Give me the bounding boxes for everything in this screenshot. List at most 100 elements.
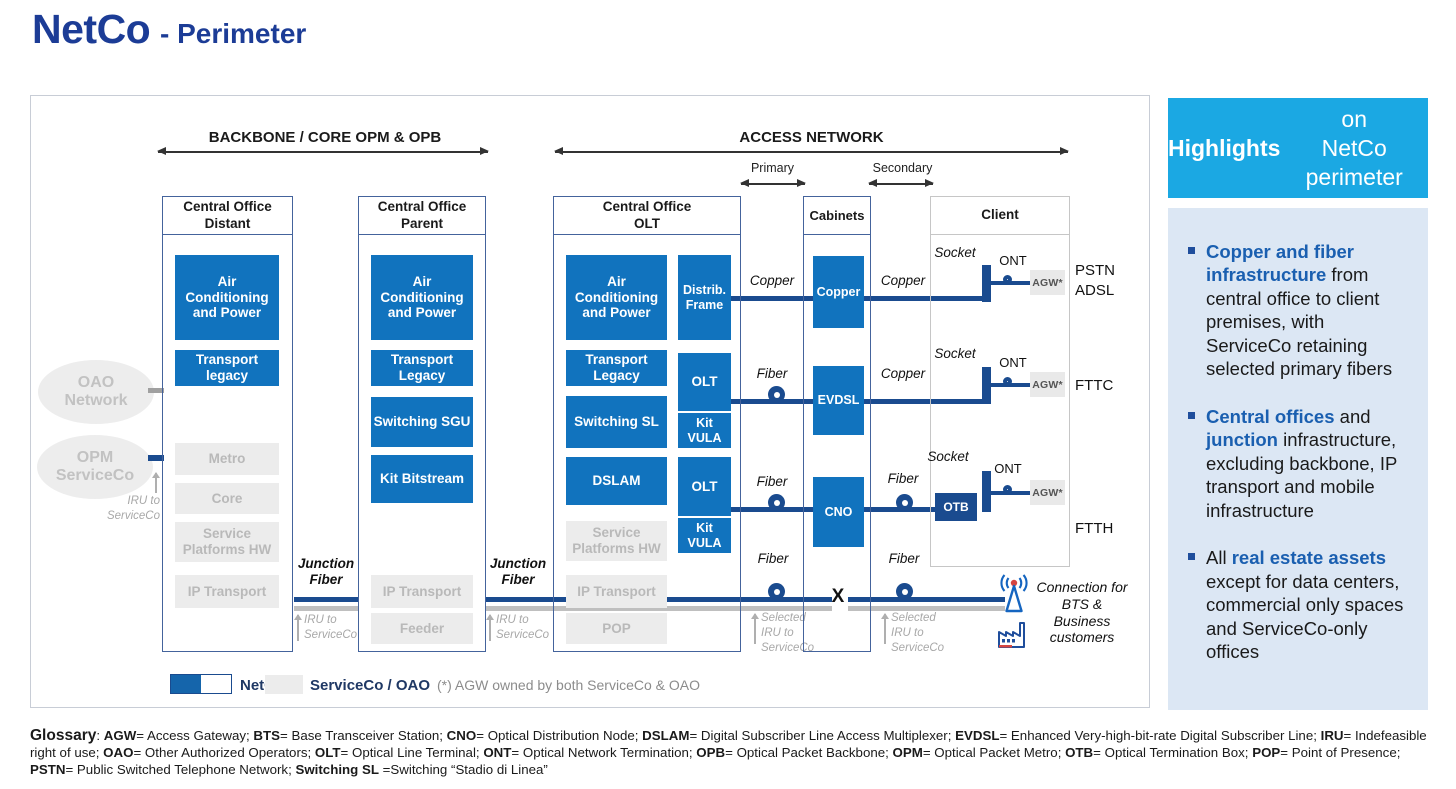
client-title: Client: [931, 197, 1069, 235]
backbone-section-label: BACKBONE / CORE OPM & OPB: [208, 129, 442, 146]
fiber-label-bottom-secondary: Fiber: [888, 551, 920, 566]
block-air-conditioning-parent: Air Conditioning and Power: [371, 255, 473, 340]
copper-label-row1-right: Copper: [880, 273, 926, 288]
block-kit-vula-2: Kit VULA: [678, 518, 731, 553]
block-ip-transport-distant: IP Transport: [175, 575, 279, 608]
legend-serviceco-swatch: [265, 675, 303, 694]
agw-box-row3: AGW*: [1030, 480, 1065, 505]
fiber-splice-icon-row2: [768, 386, 785, 403]
glossary-label: Glossary: [30, 727, 97, 744]
ont-label-row1: ONT: [999, 253, 1027, 268]
block-distribution-frame: Distrib. Frame: [678, 255, 731, 340]
socket-label-row1: Socket: [934, 245, 976, 260]
block-ip-transport-parent: IP Transport: [371, 575, 473, 608]
opm-serviceco-cloud: OPM ServiceCo: [37, 435, 153, 499]
bottom-gray-line-main: [486, 606, 832, 611]
iru-up-arrow-left: [152, 472, 159, 493]
access-network-arrow: [554, 147, 1069, 155]
block-copper-cabinet: Copper: [813, 256, 864, 328]
block-transport-legacy-olt: Transport Legacy: [566, 350, 667, 386]
block-transport-legacy-parent: Transport Legacy: [371, 350, 473, 386]
fiber-splice-icon-row3: [768, 494, 785, 511]
legend-netco-swatch: [170, 674, 232, 694]
agw-footnote: (*) AGW owned by both ServiceCo & OAO: [437, 677, 700, 693]
legend-serviceco-label: ServiceCo / OAO: [310, 677, 431, 694]
socket-label-row2: Socket: [934, 346, 976, 361]
bullet-square-icon: [1188, 412, 1206, 522]
fiber-splice-icon-row3-secondary: [896, 494, 913, 511]
junction-fiber-label-1: Junction Fiber: [297, 556, 355, 588]
fiber-label-row3-left: Fiber: [756, 474, 788, 489]
iru-label-2: IRU to ServiceCo: [496, 614, 550, 641]
glossary: Glossary: AGW= Access Gateway; BTS= Base…: [30, 727, 1432, 778]
selected-iru-up-arrow-primary: [751, 613, 758, 644]
backbone-arrow: [157, 147, 489, 155]
ont-line-row2: [991, 383, 1030, 387]
factory-icon: [996, 620, 1028, 655]
copper-label-row1-left: Copper: [749, 273, 795, 288]
glossary-body: : AGW= Access Gateway; BTS= Base Transce…: [30, 728, 1427, 777]
fiber-splice-icon-bottom-primary: [768, 583, 785, 600]
page-subtitle: - Perimeter: [160, 18, 307, 49]
ont-icon-row2: [1003, 377, 1012, 386]
bottom-fiber-line-secondary: [848, 597, 1005, 602]
block-kit-bitstream: Kit Bitstream: [371, 455, 473, 503]
copper-line-primary-row1: [731, 296, 813, 301]
page-title: NetCo: [32, 6, 151, 52]
junction-gray-line-1: [294, 606, 358, 611]
block-evdsl: EVDSL: [813, 366, 864, 435]
oao-network-cloud: OAO Network: [38, 360, 154, 424]
central-office-parent-title: Central Office Parent: [359, 197, 485, 235]
block-air-conditioning-olt: Air Conditioning and Power: [566, 255, 667, 340]
block-service-platforms-olt: Service Platforms HW: [566, 521, 667, 561]
block-service-platforms-distant: Service Platforms HW: [175, 522, 279, 562]
ont-line-row1: [991, 281, 1030, 285]
agw-box-row1: AGW*: [1030, 270, 1065, 295]
iru-label-left: IRU to ServiceCo: [106, 495, 160, 522]
central-office-parent-column: Central Office Parent: [358, 196, 486, 652]
x-disconnect-marker: X: [831, 586, 845, 607]
highlight-bullet-1: Copper and fiber infrastructure from cen…: [1188, 240, 1408, 381]
cabinets-title: Cabinets: [804, 197, 870, 235]
fiber-label-bottom-primary: Fiber: [757, 551, 789, 566]
secondary-arrow: [868, 179, 934, 187]
copper-line-secondary-row1: [864, 296, 982, 301]
oao-connector: [148, 388, 164, 393]
legend-netco-swatch-fill: [171, 675, 201, 693]
service-label-ftth: FTTH: [1075, 520, 1114, 537]
socket-icon-row2: [982, 367, 991, 404]
block-olt-1: OLT: [678, 353, 731, 411]
block-switching-sgu: Switching SGU: [371, 397, 473, 447]
highlight-bullet-1-text: Copper and fiber infrastructure from cen…: [1206, 241, 1393, 380]
diagram-frame: [30, 95, 1150, 708]
secondary-label: Secondary: [872, 161, 933, 175]
fiber-splice-icon-bottom-secondary: [896, 583, 913, 600]
central-office-distant-title: Central Office Distant: [163, 197, 292, 235]
ont-icon-row3: [1003, 485, 1012, 494]
iru-up-arrow-1: [294, 614, 301, 641]
selected-iru-up-arrow-secondary: [881, 613, 888, 644]
highlight-bullet-3-text: All real estate assets except for data c…: [1206, 547, 1404, 663]
highlight-bullet-3: All real estate assets except for data c…: [1188, 546, 1408, 663]
bullet-square-icon: [1188, 553, 1206, 663]
highlight-bullet-2-text: Central offices and junction infrastruct…: [1206, 405, 1397, 521]
primary-arrow: [740, 179, 806, 187]
highlights-panel: Copper and fiber infrastructure from cen…: [1168, 208, 1428, 710]
ont-label-row2: ONT: [999, 355, 1027, 370]
copper-line-secondary-row2: [864, 399, 982, 404]
selected-iru-label-primary: Selected IRU to ServiceCo: [761, 612, 815, 654]
fiber-label-row2-left: Fiber: [756, 366, 788, 381]
socket-label-row3: Socket: [927, 449, 969, 464]
block-switching-sl: Switching SL: [566, 396, 667, 448]
ont-icon-row1: [1003, 275, 1012, 284]
block-kit-vula-1: Kit VULA: [678, 413, 731, 448]
bts-antenna-icon: [997, 573, 1031, 620]
central-office-olt-title: Central Office OLT: [554, 197, 740, 235]
block-cno: CNO: [813, 477, 864, 547]
agw-box-row2: AGW*: [1030, 372, 1065, 397]
iru-label-1: IRU to ServiceCo: [304, 614, 358, 641]
block-air-conditioning-distant: Air Conditioning and Power: [175, 255, 279, 340]
bottom-gray-line-secondary: [848, 606, 1005, 611]
junction-fiber-label-2: Junction Fiber: [489, 556, 547, 588]
iru-up-arrow-2: [486, 614, 493, 641]
